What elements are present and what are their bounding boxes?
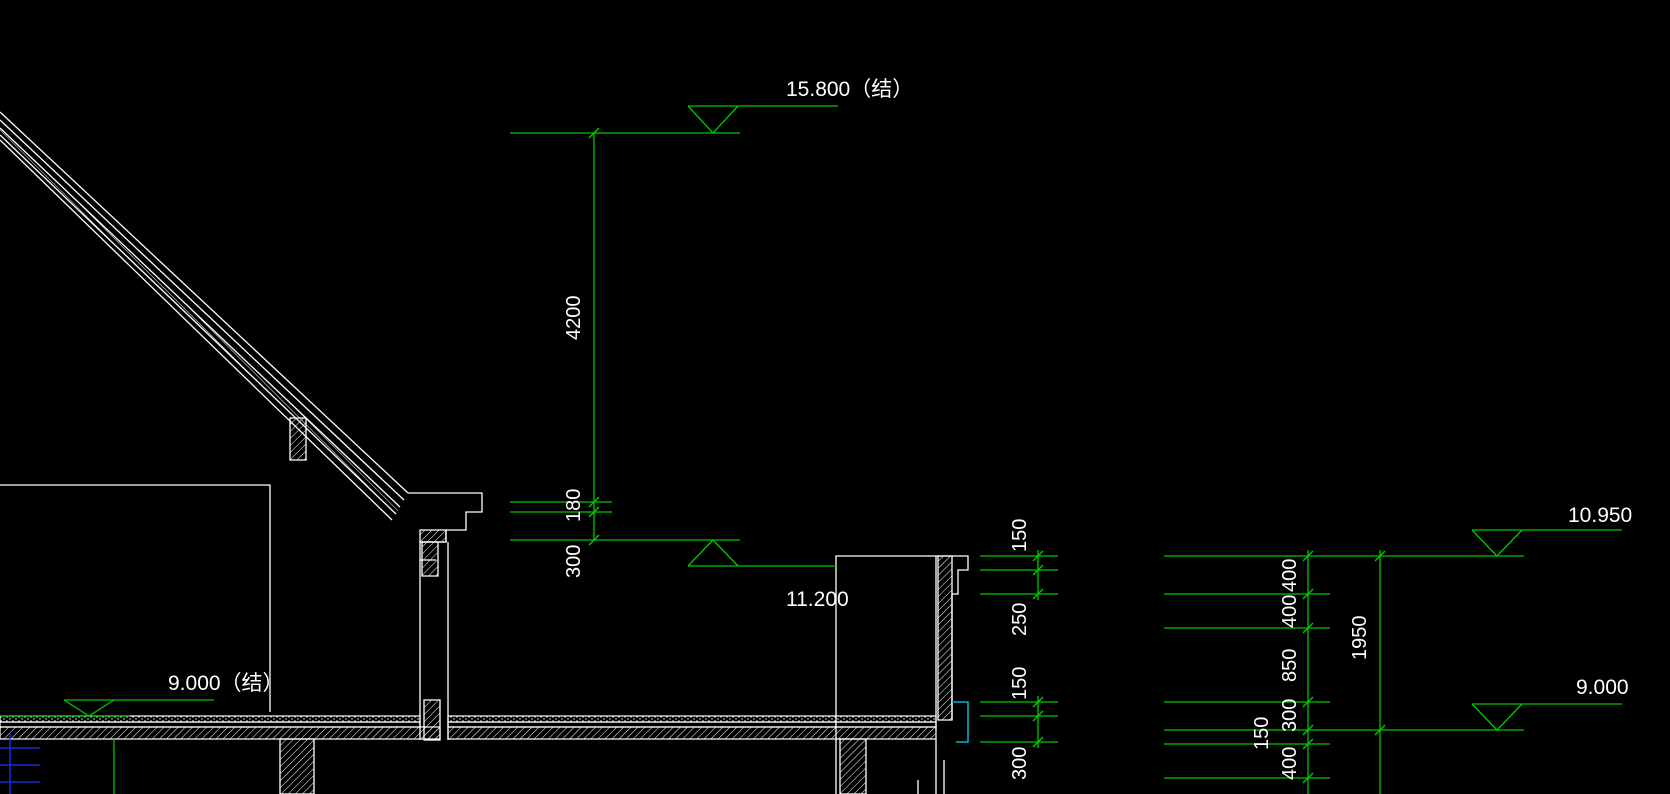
dim-eave-300: 300: [563, 545, 585, 578]
elevation-eave: 11.200: [786, 588, 849, 611]
dim-right-400-a: 400: [1279, 559, 1301, 592]
roof-purlin: [289, 417, 307, 461]
elevation-floor-left: 9.000（结）: [168, 672, 284, 695]
dim-right-300: 300: [1279, 699, 1301, 732]
elevation-right-floor: 9.000: [1576, 676, 1629, 699]
beams: [113, 738, 945, 794]
dim-parapet-250: 250: [1009, 603, 1031, 636]
drain-outlet: [952, 701, 969, 743]
elevation-right-top: 10.950: [1568, 504, 1632, 527]
dim-right-850: 850: [1279, 649, 1301, 682]
dim-right-400-b: 400: [1279, 595, 1301, 628]
interior-room-outline: [0, 484, 271, 712]
dim-eave-180: 180: [563, 489, 585, 522]
dimension-lines: [0, 105, 1622, 794]
elevation-roof-top: 15.800（结）: [786, 78, 913, 101]
dim-roof-height: 4200: [563, 296, 585, 341]
sloped-roof: [0, 111, 409, 521]
dim-right-400-c: 400: [1279, 747, 1301, 780]
dim-right-total-1950: 1950: [1349, 616, 1371, 661]
dim-parapet-300: 300: [1009, 747, 1031, 780]
dim-parapet-150-bottom: 150: [1009, 667, 1031, 700]
eave-gutter: [408, 492, 483, 577]
dim-parapet-150-top: 150: [1009, 519, 1031, 552]
dim-right-150: 150: [1251, 717, 1273, 750]
floor-slab: [0, 715, 937, 740]
dimension-ticks: [588, 127, 1386, 784]
axis-marks: [0, 732, 40, 794]
parapet-right: [835, 555, 969, 794]
